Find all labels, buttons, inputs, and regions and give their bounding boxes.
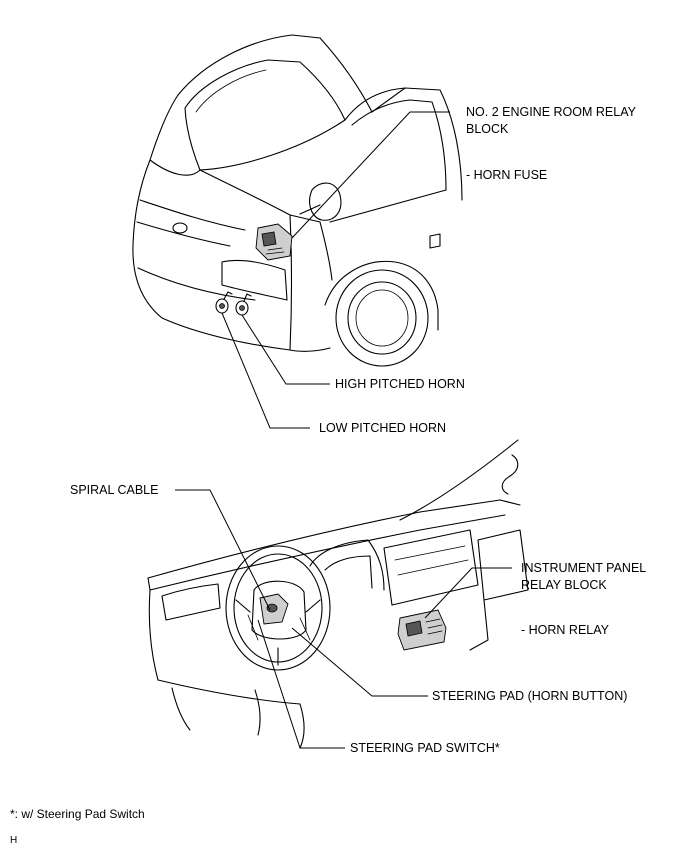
leader-spiral-cable xyxy=(175,489,271,611)
label-relay-block-line2: BLOCK xyxy=(466,122,509,136)
engine-room-relay-block-part xyxy=(255,223,293,261)
leader-steering-pad xyxy=(291,627,428,697)
label-horn-relay: - HORN RELAY xyxy=(521,623,609,637)
label-horn-fuse: - HORN FUSE xyxy=(466,168,548,182)
label-relay-block: NO. 2 ENGINE ROOM RELAY BLOCK xyxy=(466,104,636,138)
high-pitched-horn-part xyxy=(235,293,252,316)
label-steering-pad-switch: STEERING PAD SWITCH* xyxy=(350,741,500,755)
leader-high-horn xyxy=(241,314,330,385)
leader-relay-block xyxy=(291,111,450,239)
label-relay-block-line1: NO. 2 ENGINE ROOM RELAY xyxy=(466,105,636,119)
vehicle-front-view xyxy=(132,34,463,367)
steering-wheel xyxy=(225,545,331,671)
label-low-pitched-horn: LOW PITCHED HORN xyxy=(319,421,447,435)
label-ip-relay-block-line1: INSTRUMENT PANEL xyxy=(521,561,647,575)
footnote: *: w/ Steering Pad Switch xyxy=(10,807,145,821)
instrument-panel-relay-block-part xyxy=(397,609,447,651)
leader-ip-relay-block xyxy=(424,567,512,619)
label-ip-relay-block-line2: RELAY BLOCK xyxy=(521,578,607,592)
leader-low-horn xyxy=(221,312,310,429)
dashboard-view xyxy=(147,439,529,749)
label-high-pitched-horn: HIGH PITCHED HORN xyxy=(335,377,465,391)
label-ip-relay-block: INSTRUMENT PANEL RELAY BLOCK xyxy=(521,560,646,594)
corner-mark: H xyxy=(10,835,18,846)
leader-steering-pad-switch xyxy=(257,619,345,749)
label-spiral-cable: SPIRAL CABLE xyxy=(70,483,159,497)
label-steering-pad: STEERING PAD (HORN BUTTON) xyxy=(432,689,628,703)
